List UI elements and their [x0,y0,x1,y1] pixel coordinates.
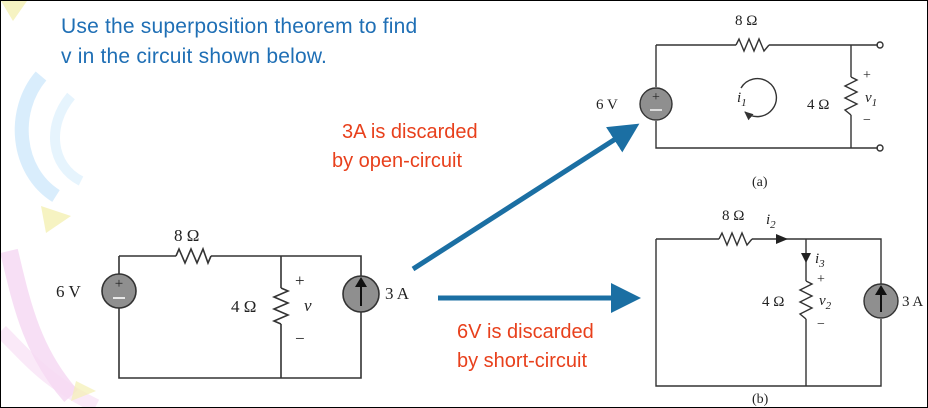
circuit-a-8ohm-label: 8 Ω [735,13,757,29]
main-circuit-wires [118,255,362,379]
circuit-a-4ohm-label: 4 Ω [807,97,829,113]
circuit-b-wires [655,238,882,387]
open-circuit-note-line-2: by open-circuit [332,150,463,172]
arrow-to-circuit-a [411,123,640,272]
circuit-b-3a-label: 3 A [902,294,923,310]
circuit-b-plus: + [817,272,825,287]
circuit-b [655,231,882,387]
main-6v-label: 6 V [56,282,81,301]
circuit-a-voltage-source: + [639,87,673,121]
circuit-a-wires [655,44,878,149]
main-v-label: v [304,296,312,315]
circuit-a [655,37,884,152]
circuit-a-plus: + [863,68,871,83]
circuit-a-terminal-bottom [876,144,884,152]
circuit-b-i3-label: i3 [815,251,825,270]
circuit-a-minus: − [863,113,871,128]
circuit-b-4ohm-label: 4 Ω [762,294,784,310]
short-circuit-note-line-2: by short-circuit [457,350,588,372]
svg-text:+: + [115,276,123,292]
circuit-b-caption: (b) [752,392,769,407]
svg-text:+: + [652,90,660,105]
main-circuit [118,246,362,379]
main-voltage-source: + [101,273,137,309]
circuit-b-8ohm-resistor [718,231,753,247]
circuit-a-4ohm-resistor [843,76,859,116]
circuit-a-i1-label: i1 [737,90,747,109]
circuit-b-i2-label: i2 [766,212,776,231]
main-current-source [342,275,380,313]
circuit-b-v2-label: v2 [819,293,832,312]
circuit-a-loop-arrow [740,77,778,121]
circuit-b-current-source [863,283,899,319]
circuit-b-4ohm-resistor [798,280,814,320]
short-circuit-note-line-1: 6V is discarded [457,321,594,343]
main-v-plus: + [295,271,305,290]
main-4ohm-resistor [271,287,291,325]
open-circuit-note-line-1: 3A is discarded [342,121,478,143]
problem-text-line-2: v in the circuit shown below. [61,45,328,68]
circuit-a-8ohm-resistor [735,37,770,53]
circuit-b-i2-arrow [776,234,788,244]
main-8ohm-label: 8 Ω [174,226,199,245]
circuit-a-caption: (a) [752,175,768,190]
circuit-b-i3-arrow [801,253,811,263]
main-4ohm-label: 4 Ω [231,297,256,316]
main-3a-label: 3 A [385,284,410,303]
circuit-a-terminal-top [876,41,884,49]
main-v-minus: − [295,329,305,348]
problem-text-line-1: Use the superposition theorem to find [61,15,418,38]
circuit-b-minus: − [817,317,825,332]
circuit-b-8ohm-label: 8 Ω [722,208,744,224]
circuit-a-6v-label: 6 V [596,97,618,113]
main-8ohm-resistor [175,246,212,266]
circuit-a-v1-label: v1 [865,90,877,109]
